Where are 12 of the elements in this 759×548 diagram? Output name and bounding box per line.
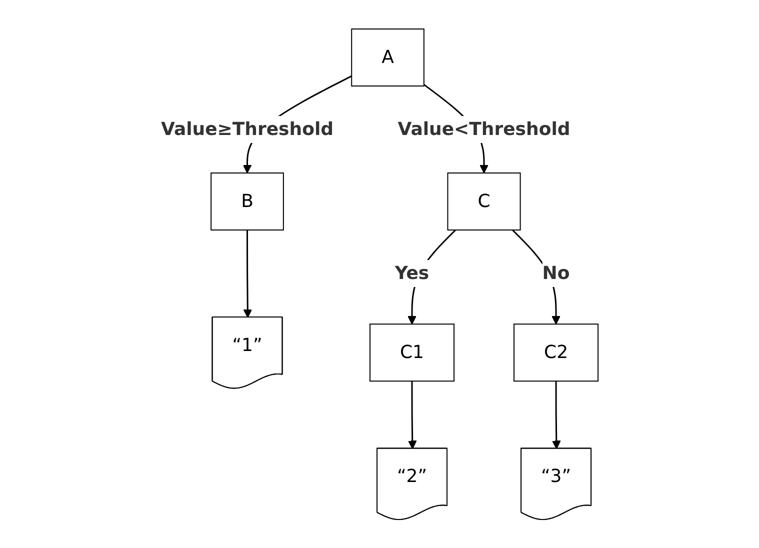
edge-label: Yes	[394, 262, 430, 284]
arrow	[243, 230, 252, 318]
node-box: C1	[369, 323, 454, 382]
node-box: A	[351, 28, 424, 86]
edge-label: Value<Threshold	[398, 118, 570, 140]
node-box: B	[210, 172, 284, 230]
edge-label: No	[542, 262, 570, 284]
node-box: C	[447, 172, 521, 230]
edge-label: Value≥Threshold	[160, 118, 334, 140]
node-box: C2	[513, 323, 598, 382]
arrow	[552, 380, 561, 449]
arrow	[408, 380, 417, 449]
